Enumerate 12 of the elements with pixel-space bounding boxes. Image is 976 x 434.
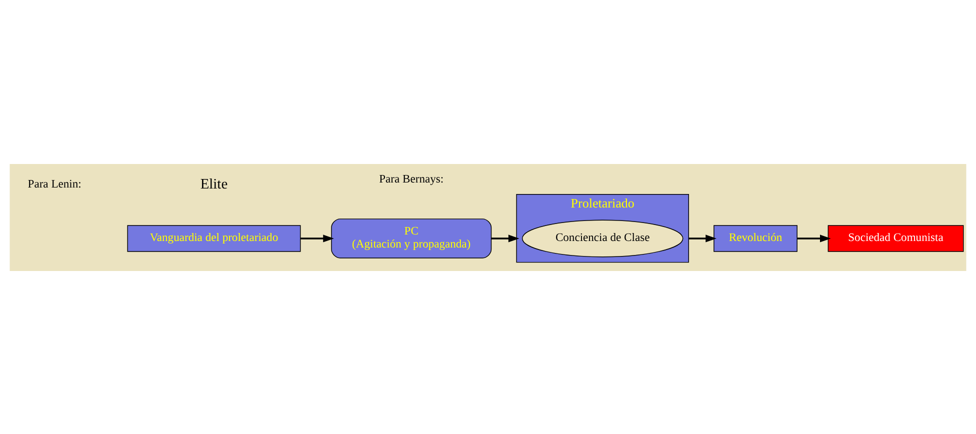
label: Para Bernays:: [379, 172, 444, 186]
node-box: Vanguardia del proletariado: [127, 224, 301, 252]
node-box: Sociedad Comunista: [828, 224, 964, 252]
arrow: [491, 234, 520, 242]
node-box: Revolución: [714, 224, 798, 252]
arrow: [797, 234, 831, 242]
arrow: [688, 234, 716, 242]
label: Elite: [200, 176, 228, 192]
arrow: [300, 234, 334, 242]
node-ellipse: Conciencia de Clase: [522, 219, 684, 257]
label: Para Lenin:: [28, 177, 82, 190]
node-box: PC (Agitación y propaganda): [331, 218, 492, 258]
